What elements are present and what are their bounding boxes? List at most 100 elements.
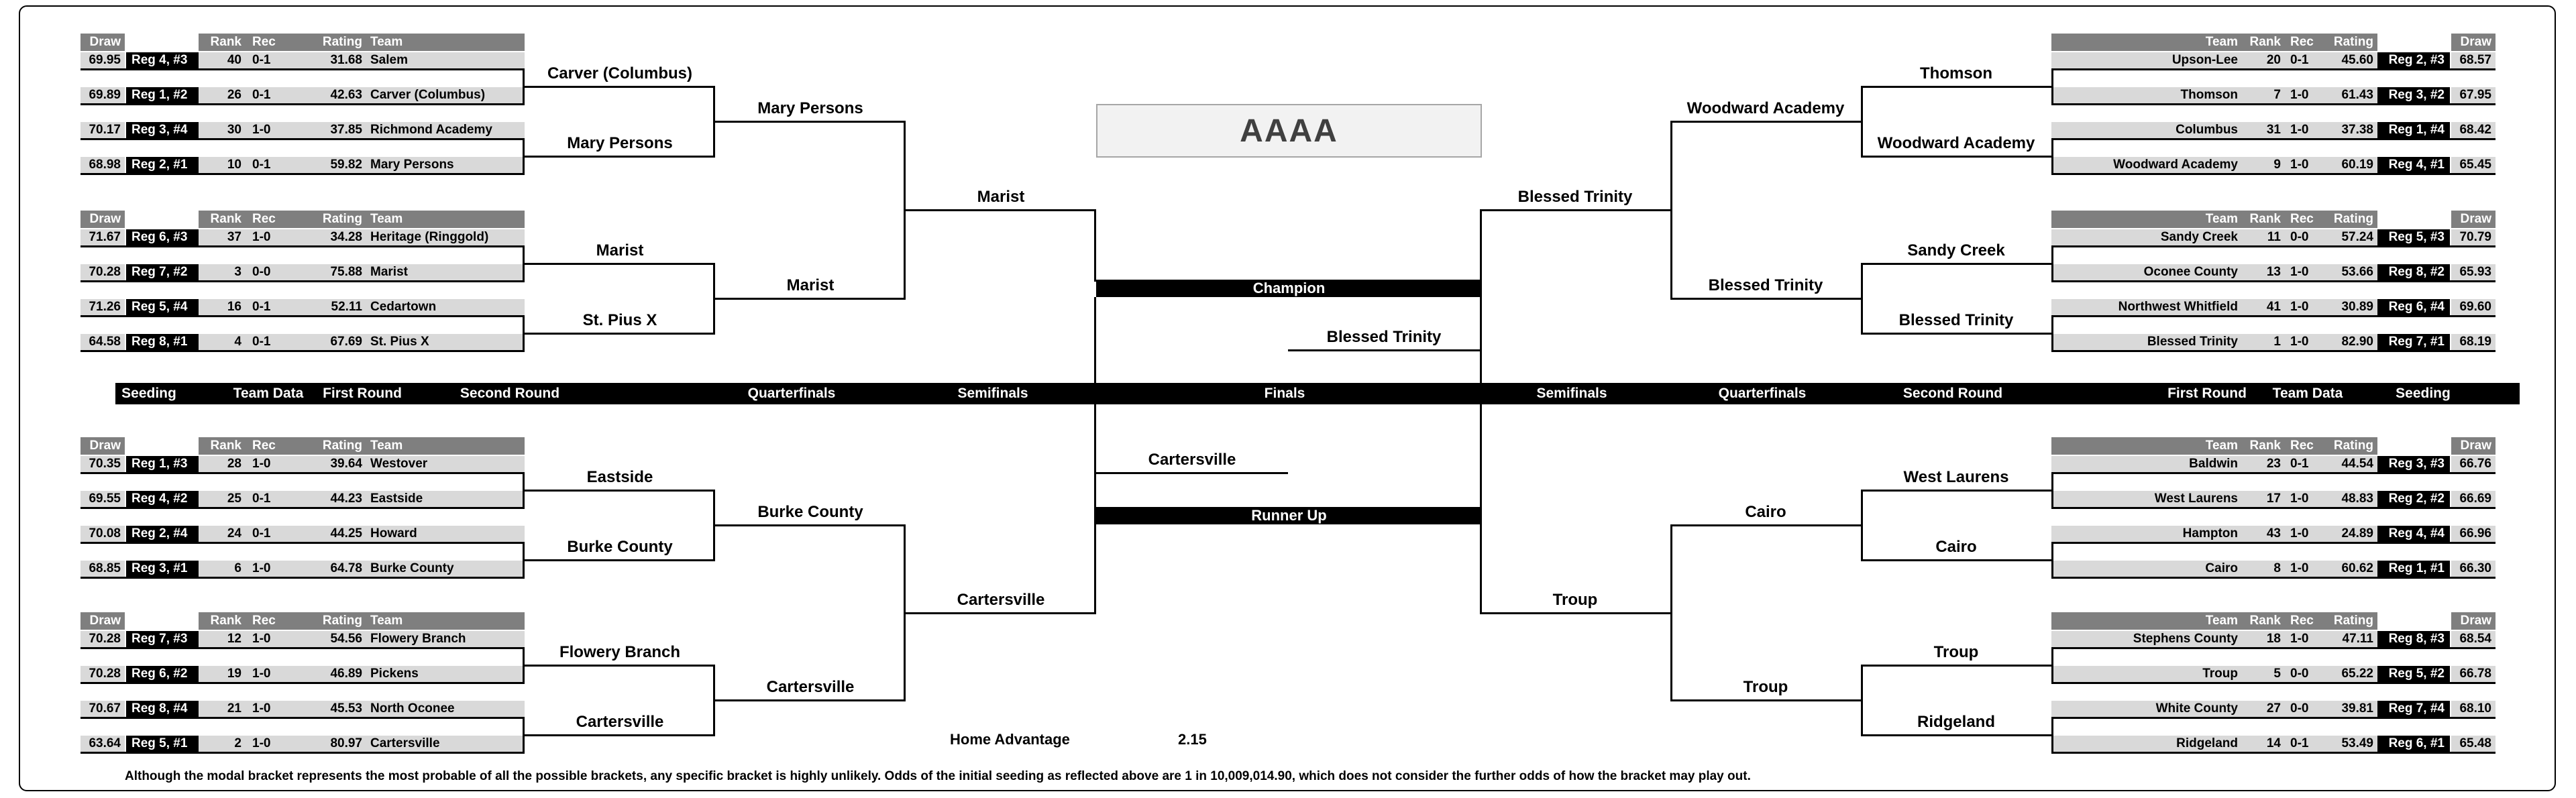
draw-value: 69.60 [2451,299,2496,315]
bracket-line [715,298,906,300]
team-row [2051,491,2377,507]
rating-column-header: Rating [2333,35,2373,49]
bracket-line [2051,315,2053,352]
draw-value: 66.76 [2451,456,2496,472]
rec-column-header: Rec [252,439,276,453]
team-name: Ridgeland [2176,736,2238,750]
round-name-label: Semifinals [957,386,1028,401]
bracket-line [525,559,715,561]
champion-bar: Champion [1096,280,1482,297]
team-name: Eastside [370,492,423,506]
rec-value: 0-1 [252,158,271,172]
seed-badge: Reg 5, #3 [2377,229,2450,245]
round-name-label: First Round [2167,386,2247,401]
row-underline [80,245,525,247]
rating-value: 31.68 [330,53,362,67]
quarterfinal-team-label: Cairo [1745,503,1786,521]
second-round-team-label: Carver (Columbus) [547,64,693,82]
seed-badge: Reg 1, #4 [2377,122,2450,138]
seed-badge: Reg 7, #2 [126,264,199,280]
rec-value: 1-0 [2290,123,2309,137]
rating-value: 37.38 [2341,123,2373,137]
seed-badge: Reg 3, #4 [126,122,199,138]
seed-badge: Reg 5, #2 [2377,666,2450,682]
second-round-team-label: Eastside [586,468,653,486]
rating-value: 34.28 [330,230,362,244]
team-row [199,491,525,507]
team-name: Oconee County [2143,265,2238,279]
rating-value: 53.49 [2341,736,2373,750]
rank-value: 25 [227,492,241,506]
draw-value: 69.89 [80,87,125,103]
row-underline [2051,315,2496,317]
team-name: Thomson [2180,88,2239,102]
rec-column-header: Rec [2290,614,2314,628]
rec-column-header: Rec [2290,212,2314,226]
team-row [2051,122,2377,138]
row-underline [2051,682,2496,684]
seed-badge: Reg 1, #3 [126,456,199,472]
round-name-label: Semifinals [1536,386,1607,401]
draw-column-header: Draw [80,612,125,630]
quarterfinal-team-label: Burke County [757,503,863,521]
row-underline [80,315,525,317]
round-name-label: Second Round [1902,386,2003,401]
bracket-line [715,121,906,123]
team-name: Cedartown [370,300,437,314]
rank-value: 24 [227,526,241,540]
rank-value: 23 [2266,457,2281,471]
rating-value: 61.43 [2341,88,2373,102]
seed-badge: Reg 1, #2 [126,87,199,103]
rec-value: 1-0 [252,632,271,646]
rank-column-header: Rank [2249,614,2281,628]
bracket-line [1094,209,1096,282]
rec-value: 1-0 [2290,632,2309,646]
team-name: Burke County [370,561,454,575]
team-row [199,52,525,68]
team-name: Troup [2202,667,2238,681]
rec-value: 0-1 [252,526,271,540]
team-column-header: Team [2205,212,2238,226]
quarterfinal-team-label: Blessed Trinity [1708,276,1823,294]
rank-value: 4 [234,335,241,349]
seed-badge: Reg 3, #3 [2377,456,2450,472]
second-round-team-label: Troup [1933,643,1979,661]
rec-column-header: Rec [2290,35,2314,49]
rating-column-header: Rating [2333,439,2373,453]
rating-value: 24.89 [2341,526,2373,540]
bracket-line [1861,263,2051,265]
bracket-line [904,524,906,701]
rank-value: 19 [227,667,241,681]
team-name: Cairo [2205,561,2238,575]
draw-column-header: Draw [2451,437,2496,455]
team-name: Carver (Columbus) [370,88,486,102]
seed-badge: Reg 8, #2 [2377,264,2450,280]
rating-column-header: Rating [2333,212,2373,226]
row-underline [80,68,525,70]
bracket-line [2051,647,2053,684]
draw-column-header: Draw [80,34,125,51]
seed-badge: Reg 4, #3 [126,52,199,68]
draw-value: 70.28 [80,666,125,682]
draw-value: 68.10 [2451,701,2496,717]
draw-value: 68.19 [2451,334,2496,350]
second-round-team-label: Blessed Trinity [1898,311,2014,329]
rating-value: 67.69 [330,335,362,349]
team-name: Richmond Academy [370,123,492,137]
row-underline [2051,103,2496,105]
rank-value: 6 [234,561,241,575]
table-header [199,34,525,51]
rec-value: 1-0 [252,736,271,750]
bracket-line [1861,86,1863,158]
rank-value: 2 [234,736,241,750]
row-underline [2051,577,2496,579]
team-row [2051,157,2377,173]
seed-badge: Reg 7, #4 [2377,701,2450,717]
draw-value: 66.96 [2451,526,2496,542]
rec-value: 1-0 [252,667,271,681]
team-row [199,157,525,173]
row-underline [2051,472,2496,474]
bracket-line [1861,333,2051,335]
rank-value: 27 [2266,701,2281,716]
